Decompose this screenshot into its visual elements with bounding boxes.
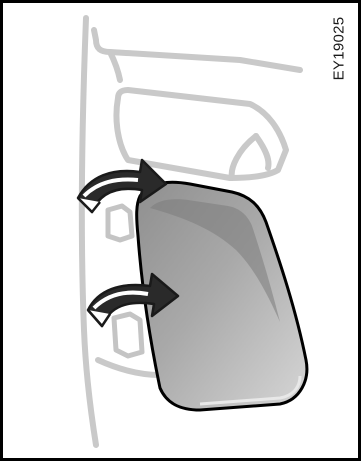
figure-code-label: EY19025 — [328, 8, 350, 88]
mirror-hinge-upper — [108, 206, 132, 240]
mirror-hinge-lower — [114, 314, 142, 356]
figure-code-text: EY19025 — [331, 16, 348, 80]
